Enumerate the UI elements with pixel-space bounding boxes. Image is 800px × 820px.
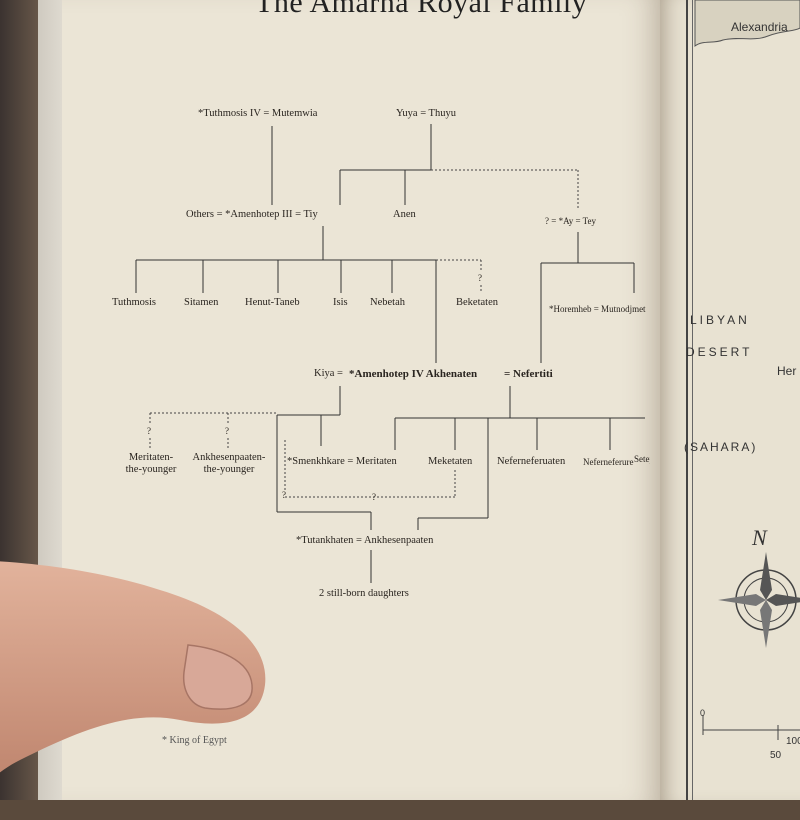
map-border-inner: [692, 0, 693, 800]
gen6-tutankhaten: *Tutankhaten = Ankhesenpaaten: [296, 535, 434, 546]
map-city-alexandria: Alexandria: [731, 20, 788, 34]
gen5-neferneferuaten: Neferneferuaten: [497, 456, 566, 467]
gen1-yuya-thuyu: Yuya = Thuyu: [396, 108, 456, 119]
gen1-tuthmosis-iv: *Tuthmosis IV = Mutemwia: [198, 108, 318, 119]
map-border: [686, 0, 688, 800]
right-page-map: [660, 0, 800, 800]
gen5-neferneferure: Neferneferure: [583, 457, 634, 467]
footnote: * King of Egypt: [162, 735, 227, 746]
gen4-nefertiti: = Nefertiti: [504, 368, 553, 380]
map-graphics: [694, 0, 800, 740]
map-partial-label: Her: [777, 364, 797, 378]
map-region-desert: DESERT: [686, 345, 753, 359]
coastline: [694, 0, 800, 47]
gen3-child: Sitamen: [184, 297, 219, 308]
gen3-child: Henut-Taneb: [245, 297, 300, 308]
scale-label: 100: [786, 736, 800, 747]
gen5-setepenre: Setepenre: [634, 454, 650, 464]
page-title: The Amarna Royal Family: [255, 0, 588, 19]
gen3-horemheb: *Horemheb = Mutnodjmet: [549, 304, 646, 314]
scale-label: 0: [700, 708, 706, 718]
map-region-libyan: LIBYAN: [690, 313, 750, 327]
thumb-image: [0, 561, 266, 773]
compass-north-label: N: [752, 525, 767, 550]
gen3-child: Isis: [333, 297, 348, 308]
gen3-child: Nebetah: [370, 297, 405, 308]
gen5-ankhesenpaaten-younger: Ankhesenpaaten- the-younger: [192, 452, 266, 475]
gen4-akhenaten: *Amenhotep IV Akhenaten: [349, 368, 478, 380]
gen5-meritaten-younger: Meritaten- the-younger: [125, 452, 177, 475]
family-tree-lines: [135, 124, 645, 583]
scale-label: 50: [770, 750, 782, 761]
gen2-anen: Anen: [393, 209, 416, 220]
gen3-child: Tuthmosis: [112, 297, 156, 308]
gen3-child: Beketaten: [456, 297, 498, 308]
unknown-mark: ?: [372, 492, 376, 502]
unknown-mark: ?: [282, 490, 286, 500]
gen2-ay: ? = *Ay = Tey: [545, 216, 597, 226]
scale-bar: [702, 715, 800, 740]
gen5-meketaten: Meketaten: [428, 456, 473, 467]
unknown-mark: ?: [225, 426, 229, 436]
compass-rose-icon: [718, 552, 800, 648]
gen5-smenkhkare: *Smenkhkare = Meritaten: [287, 456, 397, 467]
gen7-daughters: 2 still-born daughters: [319, 588, 409, 599]
map-region-sahara: (SAHARA): [684, 440, 758, 454]
gen2-amenhotep-iii: Others = *Amenhotep III = Tiy: [186, 209, 318, 220]
unknown-mark: ?: [478, 273, 482, 283]
gen4-kiya: Kiya =: [314, 368, 343, 379]
unknown-mark: ?: [147, 426, 151, 436]
